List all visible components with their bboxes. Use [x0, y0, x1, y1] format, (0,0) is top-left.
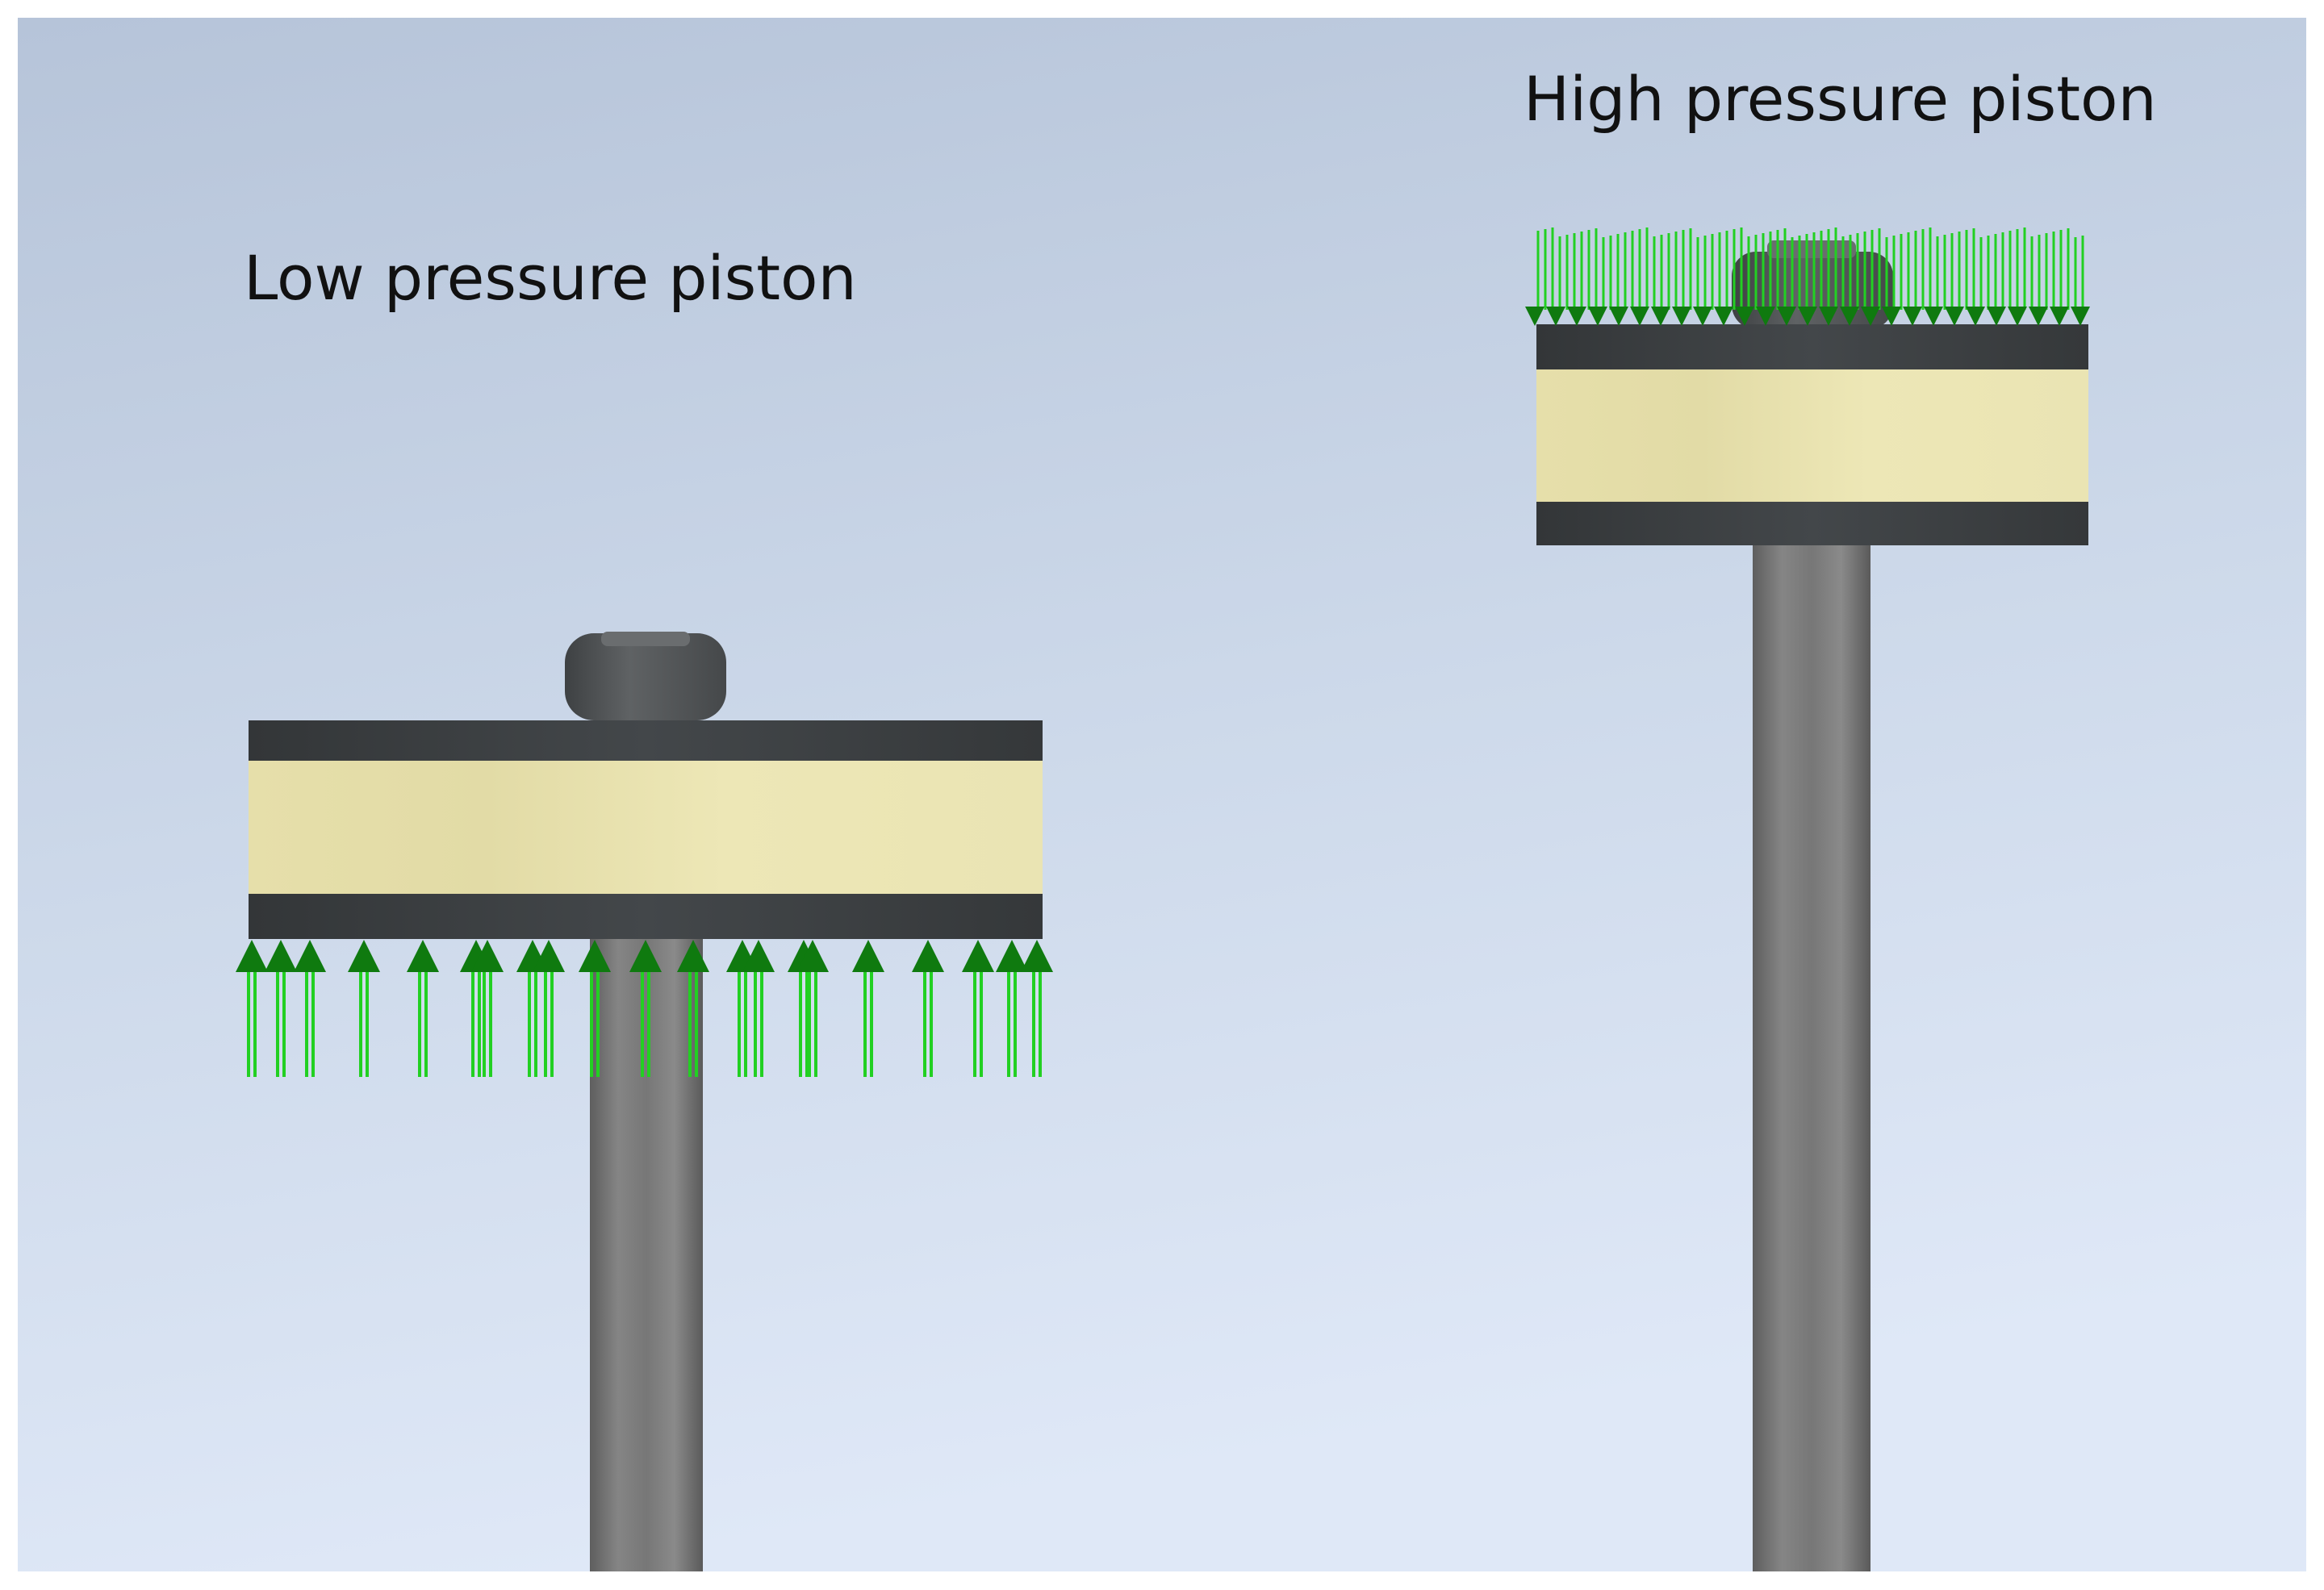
pressure-arrow-up	[1021, 940, 1053, 1077]
pressure-arrow-head	[1756, 307, 1775, 326]
low-piston-bottom-band	[249, 894, 1043, 939]
pressure-arrow-up	[471, 940, 504, 1077]
pressure-arrow-head	[2029, 307, 2048, 326]
low-pressure-piston-label: Low pressure piston	[244, 242, 857, 314]
high-pressure-piston-label: High pressure piston	[1524, 63, 2157, 135]
pressure-arrow-head	[2050, 307, 2069, 326]
pressure-arrow-head	[1882, 307, 1901, 326]
pressure-arrow-up	[796, 940, 829, 1077]
pressure-arrow-head	[1735, 307, 1754, 326]
low-pressure-piston	[236, 632, 1053, 1571]
pressure-arrow-head	[1693, 307, 1712, 326]
low-piston-nut	[565, 633, 726, 720]
high-piston-seal	[1536, 369, 2088, 502]
high-piston-bottom-band	[1536, 502, 2088, 545]
pressure-arrow-head	[1777, 307, 1796, 326]
low-piston-seal	[249, 761, 1043, 894]
pressure-arrow-head	[1567, 307, 1586, 326]
pressure-arrow-up	[407, 940, 439, 1077]
low-pressure-arrows	[236, 940, 1053, 1077]
pressure-arrow-up	[579, 940, 611, 1077]
pressure-arrow-head	[1840, 307, 1859, 326]
low-piston-top-band	[249, 720, 1043, 761]
pressure-arrow-head	[1630, 307, 1649, 326]
pressure-arrow-head	[1546, 307, 1565, 326]
high-pressure-arrows	[1525, 227, 2090, 326]
pressure-arrow-head	[1924, 307, 1943, 326]
pressure-arrow-head	[1798, 307, 1817, 326]
pressure-arrow-head	[1903, 307, 1922, 326]
pressure-arrow-up	[852, 940, 884, 1077]
pressure-arrow-head	[1651, 307, 1670, 326]
high-piston-top-band	[1536, 324, 2088, 369]
pressure-arrow-up	[962, 940, 994, 1077]
pressure-arrow-up	[677, 940, 709, 1077]
pressure-arrow-head	[1945, 307, 1964, 326]
pressure-arrow-head	[1714, 307, 1733, 326]
high-piston-rod	[1753, 542, 1870, 1571]
pressure-arrow-head	[1966, 307, 1985, 326]
pressure-arrow-up	[912, 940, 944, 1077]
low-piston-rod	[590, 936, 703, 1571]
pressure-arrow-up	[996, 940, 1028, 1077]
pressure-arrow-up	[294, 940, 326, 1077]
pressure-arrow-up	[533, 940, 565, 1077]
high-pressure-piston	[1525, 227, 2090, 1571]
pressure-arrow-head	[1819, 307, 1838, 326]
pressure-arrow-head	[2071, 307, 2090, 326]
pressure-arrow-up	[236, 940, 268, 1077]
pressure-arrow-up	[348, 940, 380, 1077]
pressure-arrow-head	[1525, 307, 1544, 326]
pressure-arrow-head	[1609, 307, 1628, 326]
pressure-arrow-head	[1672, 307, 1691, 326]
pressure-arrow-head	[1987, 307, 2006, 326]
pressure-arrow-up	[265, 940, 297, 1077]
pressure-arrow-up	[629, 940, 662, 1077]
pressure-arrow-head	[1861, 307, 1880, 326]
pressure-arrow-head	[1588, 307, 1607, 326]
pressure-arrow-head	[2008, 307, 2027, 326]
pressure-arrow-up	[742, 940, 775, 1077]
